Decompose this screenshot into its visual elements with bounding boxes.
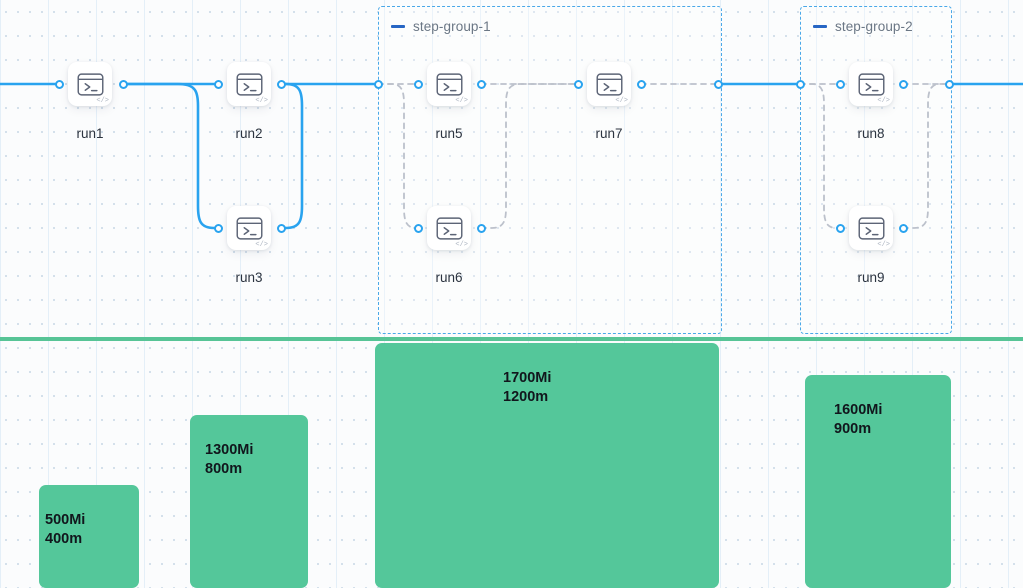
node-run9[interactable]: </> [849,206,893,250]
code-badge-icon: </> [615,97,628,105]
port-target-9[interactable] [413,223,423,233]
port-source-8[interactable] [476,79,486,89]
node-label-run8: run8 [857,126,885,141]
node-run1[interactable]: </> [68,62,112,106]
resource-bar-4[interactable] [805,375,951,588]
resource-bar-label-4: 1600Mi 900m [834,402,883,437]
resource-bar-2[interactable] [190,415,308,588]
port-group-entry-14[interactable] [795,79,805,89]
port-source-18[interactable] [898,223,908,233]
port-group-exit-13[interactable] [713,79,723,89]
node-label-run3: run3 [235,270,263,285]
port-target-2[interactable] [213,79,223,89]
code-badge-icon: </> [455,97,468,105]
port-group-exit-19[interactable] [944,79,954,89]
group-label-step-group-2: step-group-2 [813,19,913,34]
node-run8[interactable]: </> [849,62,893,106]
section-divider [0,337,1023,341]
code-badge-icon: </> [255,241,268,249]
code-badge-icon: </> [96,97,109,105]
port-source-10[interactable] [476,223,486,233]
group-label-step-group-1: step-group-1 [391,19,491,34]
port-source-16[interactable] [898,79,908,89]
node-run2[interactable]: </> [227,62,271,106]
resource-bar-label-2: 1300Mi 800m [205,442,254,477]
node-run7[interactable]: </> [587,62,631,106]
port-target-15[interactable] [835,79,845,89]
node-run3[interactable]: </> [227,206,271,250]
resource-bar-label-3: 1700Mi 1200m [503,370,552,405]
node-label-run1: run1 [76,126,104,141]
port-target-7[interactable] [413,79,423,89]
port-target-17[interactable] [835,223,845,233]
port-target-11[interactable] [573,79,583,89]
node-label-run6: run6 [435,270,463,285]
code-badge-icon: </> [877,241,890,249]
port-source-3[interactable] [276,79,286,89]
group-title: step-group-2 [835,19,913,34]
port-target-4[interactable] [213,223,223,233]
code-badge-icon: </> [877,97,890,105]
node-label-run9: run9 [857,270,885,285]
node-label-run7: run7 [595,126,623,141]
port-target-0[interactable] [54,79,64,89]
node-run5[interactable]: </> [427,62,471,106]
minus-dash-icon[interactable] [813,25,827,28]
resource-bar-label-1: 500Mi 400m [45,512,86,547]
group-box-step-group-2[interactable]: step-group-2 [800,6,952,334]
port-source-1[interactable] [118,79,128,89]
port-source-12[interactable] [636,79,646,89]
port-source-5[interactable] [276,223,286,233]
node-label-run2: run2 [235,126,263,141]
code-badge-icon: </> [455,241,468,249]
resource-bar-1[interactable] [39,485,139,588]
minus-dash-icon[interactable] [391,25,405,28]
resource-bar-3[interactable] [375,343,719,588]
node-run6[interactable]: </> [427,206,471,250]
code-badge-icon: </> [255,97,268,105]
group-title: step-group-1 [413,19,491,34]
node-label-run5: run5 [435,126,463,141]
group-box-step-group-1[interactable]: step-group-1 [378,6,722,334]
port-group-entry-6[interactable] [373,79,383,89]
